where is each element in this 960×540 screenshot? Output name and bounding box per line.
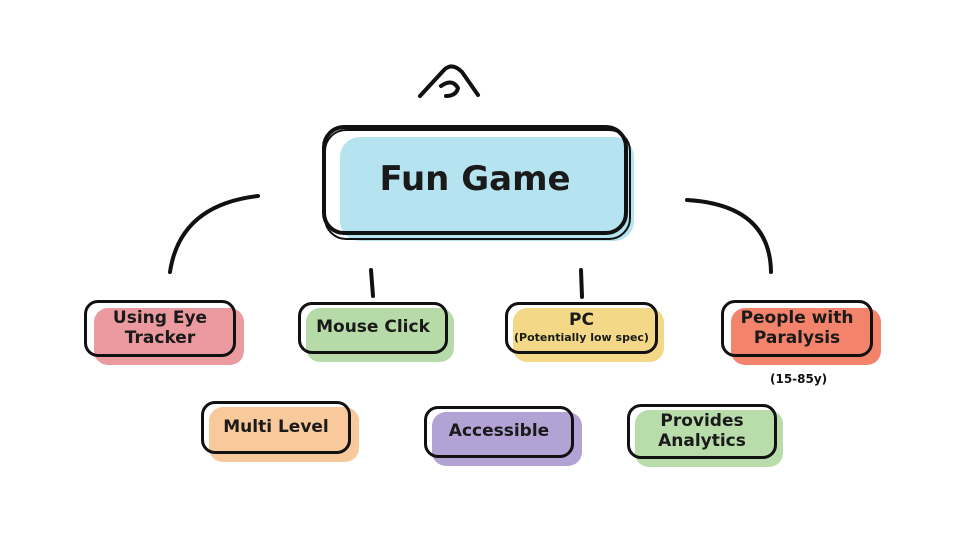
node-outline [627, 404, 777, 459]
connector-pc [579, 268, 584, 299]
node-outline-shadow [324, 129, 631, 240]
node-label: Using Eye Tracker [112, 307, 208, 348]
pen-nib-icon [418, 64, 480, 98]
node-mouse-click: Mouse Click [298, 302, 454, 362]
node-label: People with Paralysis [740, 307, 854, 348]
node-label: Fun Game [379, 159, 571, 200]
node-outline [84, 300, 236, 357]
node-fill [340, 137, 634, 241]
node-provides-analytics: Provides Analytics [627, 404, 783, 467]
node-accessible: Accessible [424, 406, 582, 466]
connector-left-arc [168, 194, 260, 274]
node-pc: PC (Potentially low spec) [505, 302, 664, 362]
node-label: Multi Level [223, 416, 329, 437]
node-people-with-paralysis: People with Paralysis [721, 300, 881, 365]
node-fun-game: Fun Game [322, 125, 634, 241]
node-label: Accessible [448, 421, 550, 442]
node-outline [298, 302, 448, 354]
node-using-eye-tracker: Using Eye Tracker [84, 300, 244, 365]
node-sublabel: (Potentially low spec) [514, 330, 649, 344]
age-range-note: (15-85y) [770, 372, 828, 386]
node-outline [721, 300, 873, 357]
connector-right-arc [685, 198, 773, 274]
node-outline [201, 401, 351, 454]
node-multi-level: Multi Level [201, 401, 359, 462]
node-label: PC [569, 310, 594, 331]
node-outline [424, 406, 574, 458]
node-label: Provides Analytics [658, 410, 746, 451]
node-outline [505, 302, 658, 354]
node-label: Mouse Click [316, 317, 430, 338]
connector-mouse [369, 268, 375, 298]
